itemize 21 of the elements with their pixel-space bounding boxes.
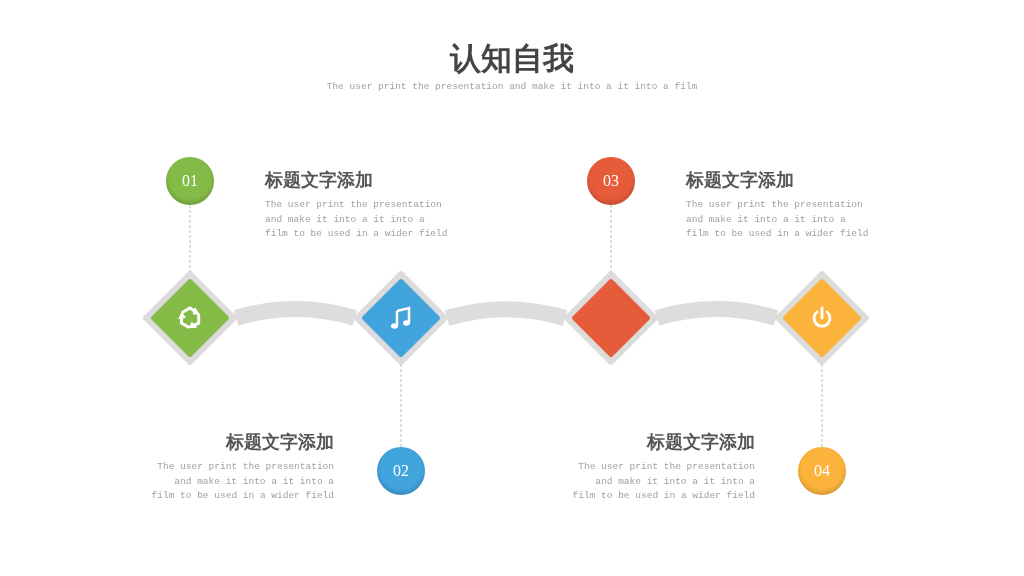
- number-circle: 01: [166, 157, 214, 205]
- item-heading: 标题文字添加: [686, 168, 795, 192]
- connector-line: [400, 363, 402, 448]
- timeline-band: [654, 301, 779, 326]
- connector-line: [821, 363, 823, 448]
- number-circle: 03: [587, 157, 635, 205]
- item-description: The user print the presentation and make it into a it into a film to be used in a wider field: [686, 198, 870, 241]
- number-circle: 04: [798, 447, 846, 495]
- item-description: The user print the presentation and make it into a it into a film to be used in a wider field: [571, 460, 755, 503]
- item-heading: 标题文字添加: [265, 168, 374, 192]
- timeline-band: [444, 301, 568, 326]
- connector-line: [189, 204, 191, 273]
- item-heading: 标题文字添加: [224, 430, 334, 454]
- item-description: The user print the presentation and make it into a it into a film to be used in a wider field: [265, 198, 449, 241]
- subtitle: The user print the presentation and make it into a it into a film: [325, 80, 699, 94]
- item-heading: 标题文字添加: [645, 430, 755, 454]
- connector-line: [610, 204, 612, 273]
- title: 认知自我: [448, 39, 575, 78]
- item-description: The user print the presentation and make it into a it into a film to be used in a wider field: [150, 460, 334, 503]
- number-circle: 02: [377, 447, 425, 495]
- timeline-band: [233, 301, 358, 326]
